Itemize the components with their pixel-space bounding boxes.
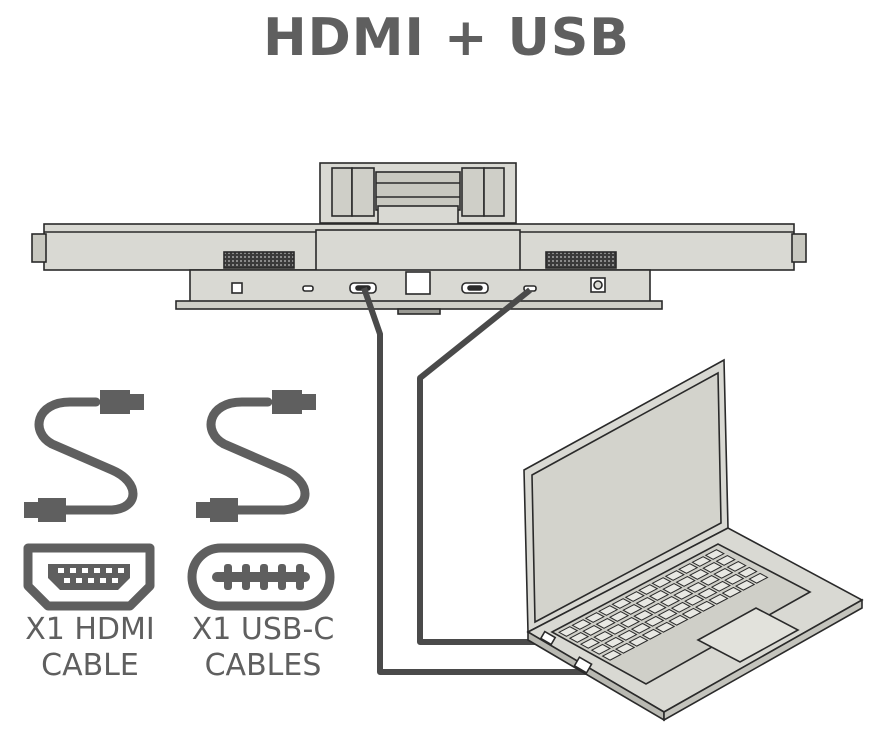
right-vent — [545, 251, 617, 269]
laptop-key — [651, 577, 672, 588]
laptop-key — [673, 588, 694, 600]
laptop-key — [713, 567, 734, 579]
laptop-key — [641, 628, 662, 640]
power-button — [231, 282, 243, 294]
usb-c-caption-line1: X1 USB-C — [191, 612, 335, 647]
laptop-key — [688, 569, 710, 580]
laptop-key — [710, 580, 732, 592]
laptop-key — [737, 566, 758, 578]
docking-station — [31, 162, 807, 315]
laptop-key — [646, 602, 667, 614]
right-end-cap — [791, 233, 807, 263]
laptop-key — [681, 607, 702, 619]
laptop-touchpad — [696, 607, 800, 663]
laptop-key — [654, 621, 676, 633]
hdmi-cable-caption: X1 HDMI CABLE — [6, 612, 174, 684]
laptop-key — [633, 609, 654, 621]
laptop-key — [704, 549, 725, 560]
laptop-key — [670, 601, 692, 613]
laptop-key — [619, 616, 641, 628]
laptop-key — [668, 614, 689, 626]
connection-cables — [361, 287, 590, 675]
hdmi-connection-cable — [361, 287, 590, 675]
laptop-key — [637, 584, 659, 595]
hdmi-cable-icon — [24, 390, 144, 522]
usb-c-cable-icon — [196, 390, 316, 522]
laptop-key — [684, 594, 705, 606]
laptop-key — [593, 630, 614, 642]
laptop-key — [622, 604, 643, 615]
laptop-key — [675, 576, 696, 587]
hdmi-caption-line1: X1 HDMI — [25, 612, 155, 647]
laptop-key — [726, 560, 747, 572]
laptop-key — [571, 619, 592, 630]
usb-c-caption-line2: CABLES — [204, 648, 322, 683]
laptop-key — [635, 597, 656, 608]
hdmi-port-icon — [23, 543, 155, 611]
laptop-key — [604, 636, 625, 648]
hdmi-caption-line2: CABLE — [41, 648, 139, 683]
laptop-key — [590, 643, 612, 655]
laptop-key — [614, 642, 636, 654]
laptop-key — [611, 598, 632, 609]
laptop-key — [699, 574, 721, 586]
usb-c-connection-cable — [417, 287, 548, 645]
left-end-cap — [31, 233, 47, 263]
page-title: HDMI + USB — [263, 8, 630, 68]
laptop-key — [606, 623, 627, 635]
laptop-key — [702, 562, 723, 573]
laptop-key — [734, 579, 756, 591]
laptop-key — [601, 649, 622, 661]
laptop-key — [662, 583, 683, 594]
center-jack — [405, 271, 431, 295]
laptop-key — [648, 590, 670, 601]
laptop-key — [715, 555, 736, 566]
laptop-key — [628, 635, 649, 647]
laptop-key — [677, 563, 699, 574]
usb-c-port-icon — [187, 543, 335, 611]
laptop-key — [664, 570, 685, 581]
laptop-key — [691, 556, 712, 567]
laptop-key — [557, 626, 579, 637]
laptop-key — [694, 600, 716, 612]
laptop-icon — [523, 358, 864, 722]
laptop-key — [595, 618, 616, 629]
laptop-key — [748, 572, 769, 584]
laptop-key — [686, 581, 707, 593]
laptop-key — [659, 595, 681, 607]
laptop-key — [584, 612, 605, 623]
usb-c-port-small-left — [302, 285, 314, 292]
laptop-key — [657, 608, 678, 620]
laptop-key — [630, 622, 652, 634]
laptop-key — [724, 573, 745, 585]
laptop-key — [644, 615, 665, 627]
laptop-key — [624, 591, 645, 602]
laptop-key — [608, 611, 630, 622]
left-vent — [223, 251, 295, 269]
laptop-key — [617, 629, 638, 641]
laptop-key — [582, 625, 603, 636]
laptop-key — [697, 587, 718, 599]
laptop-key — [708, 593, 729, 605]
laptop-keys — [557, 549, 769, 661]
laptop-key — [568, 632, 590, 643]
laptop-key — [597, 605, 619, 616]
laptop-key — [579, 637, 601, 649]
laptop-key — [721, 586, 742, 598]
usb-c-cable-caption: X1 USB-C CABLES — [178, 612, 348, 684]
